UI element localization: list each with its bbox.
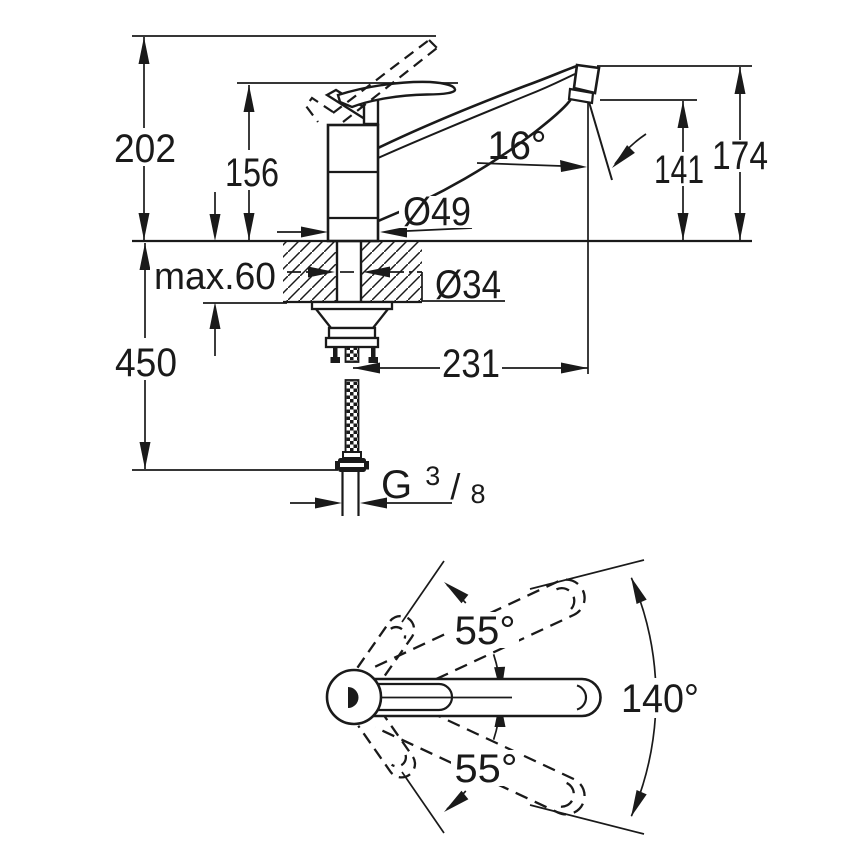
thread-slash: / bbox=[450, 466, 460, 507]
stream-angle-line bbox=[588, 101, 613, 181]
lever-handle bbox=[324, 80, 457, 126]
faucet-body bbox=[326, 123, 380, 301]
dim-label-156: 156 bbox=[225, 151, 279, 195]
dim-label-450: 450 bbox=[115, 341, 177, 385]
dim-label-base-diameter: Ø49 bbox=[403, 190, 471, 234]
spout-tip bbox=[572, 63, 601, 95]
dim-label-shank-diameter: Ø34 bbox=[435, 263, 501, 307]
spout-top-view bbox=[325, 668, 602, 726]
angle-extension-rays bbox=[401, 559, 645, 835]
plan-labels: 55° 55° 140° bbox=[455, 609, 700, 791]
angle-label-55-lower: 55° bbox=[455, 747, 518, 791]
lever-handle-raised bbox=[304, 39, 438, 123]
dim-label-thread: G 3 / 8 bbox=[381, 450, 486, 509]
dim-label-16deg: 16° bbox=[488, 124, 547, 168]
elevation-view: 202 156 max.60 450 Ø49 Ø34 231 16° 141 1… bbox=[113, 35, 770, 516]
mounting-screws bbox=[330, 347, 378, 363]
arrowheads bbox=[138, 37, 746, 509]
swivel-position-lower-55 bbox=[357, 709, 417, 779]
aerator bbox=[567, 87, 595, 105]
thread-g: G bbox=[381, 463, 412, 507]
shank bbox=[335, 242, 363, 301]
arc-arrowheads bbox=[444, 577, 647, 817]
hose-connector bbox=[335, 458, 369, 472]
swivel-position-upper-55 bbox=[356, 614, 416, 684]
angle-label-55-upper: 55° bbox=[455, 609, 516, 653]
reference-lines bbox=[132, 35, 752, 471]
angle-label-140: 140° bbox=[621, 677, 699, 721]
dim-label-202: 202 bbox=[114, 127, 176, 171]
thread-denominator: 8 bbox=[471, 479, 486, 509]
dim-label-141: 141 bbox=[654, 148, 704, 192]
supply-hose bbox=[335, 346, 369, 516]
dim-label-174: 174 bbox=[712, 134, 768, 178]
label-backgrounds bbox=[113, 128, 770, 380]
thread-stub bbox=[341, 472, 360, 516]
plan-label-backgrounds bbox=[451, 612, 703, 786]
ball-mark bbox=[348, 687, 359, 708]
thread-numerator: 3 bbox=[425, 461, 440, 491]
dim-label-231: 231 bbox=[442, 342, 500, 386]
swivel-position-upper-25 bbox=[374, 578, 586, 702]
dimension-labels: 202 156 max.60 450 Ø49 Ø34 231 16° 141 1… bbox=[114, 124, 768, 509]
plan-view: 55° 55° 140° bbox=[325, 559, 703, 835]
dim-label-max-deck: max.60 bbox=[154, 256, 276, 298]
lever-blade bbox=[336, 80, 457, 109]
